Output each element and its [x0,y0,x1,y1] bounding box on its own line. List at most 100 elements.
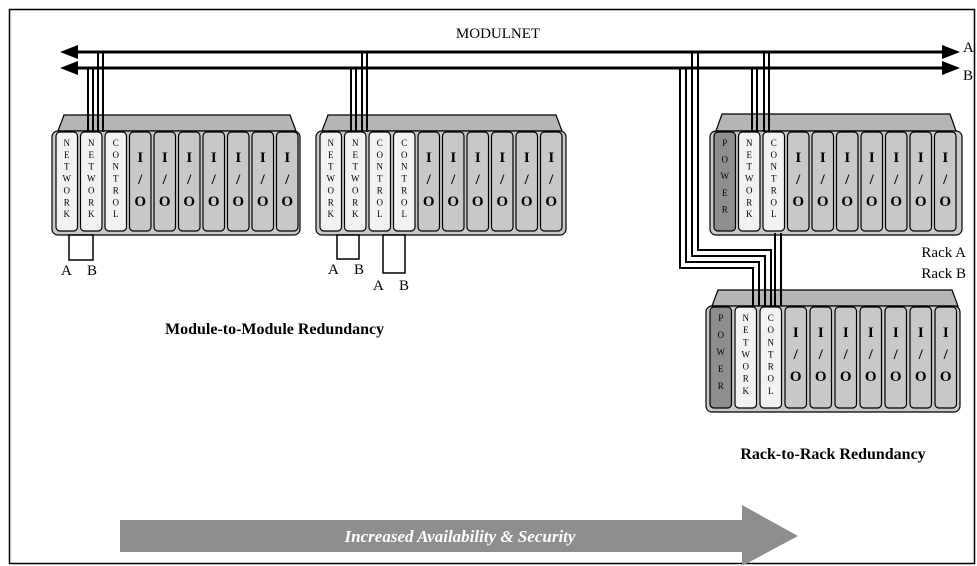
io-module-label-char: I [211,150,217,166]
io-module: I/O [811,131,835,232]
io-module: I/O [884,131,908,232]
io-module-label-char: / [844,172,850,188]
network-module-label-char: R [88,197,94,207]
io-module-label-char: I [793,325,799,341]
network-module-label-char: K [746,209,753,219]
rack-to-rack-caption: Rack-to-Rack Redundancy [740,446,925,463]
network-module-label-char: N [64,138,71,148]
io-module-label-char: I [235,150,241,166]
network-module-body [55,131,79,232]
io-module: I / O [933,131,957,232]
io-module: I/O [934,306,958,409]
power-module-label-char: O [722,155,729,165]
io-module: I/O [860,131,884,232]
control-module-label-char: N [113,162,120,172]
io-module-label-char: O [521,194,533,210]
io-module-label-char: I [843,325,849,341]
io-module: I/O [909,306,933,409]
rackb-network-link-b [691,52,766,306]
io-module-label-char: O [939,194,951,210]
io-module-label-char: I [942,150,948,166]
control-module-label-char: N [771,162,778,172]
io-module-label-char: O [841,194,853,210]
io-module: I/O [202,131,226,232]
rack2-network-port-a-label: A [328,262,339,278]
control-module-label-char: O [771,150,778,160]
io-module-label-char: O [472,194,484,210]
io-module-label-char: O [790,369,802,385]
network-module-label-char: W [87,174,96,184]
io-module: I/O [128,131,152,232]
io-module-label-char: O [423,194,435,210]
io-module-label-char: / [869,172,875,188]
bus-line-b-left-arrowhead [60,61,78,75]
io-module-label-char: O [159,194,171,210]
rack2-network-port-loop [336,234,360,260]
rack2-network-port-b-label: B [354,262,364,278]
io-module-label-char: O [447,194,459,210]
io-module-label-char: / [942,172,948,188]
io-module-body [933,131,957,232]
io-module: I/O [515,131,539,232]
io-module-label-char: / [795,172,801,188]
control-module-label-char: R [771,185,777,195]
io-module-label-char: I [137,150,143,166]
control-module-label-char: L [113,209,119,219]
rack1-port-b-label: B [87,263,97,279]
control-module-label-char: N [768,337,775,347]
io-module-label-char: / [818,347,824,363]
network-module-label-char: E [747,150,753,160]
control-module-label-char: T [402,174,408,184]
rack-b-label: Rack B [921,266,966,282]
rack-top [321,114,563,132]
io-module-label-char: / [843,347,849,363]
control-module-label-char: O [113,150,120,160]
io-module-label-char: O [232,194,244,210]
io-module-label-char: I [820,150,826,166]
io-module-body [539,131,563,232]
io-module: I/O [909,131,933,232]
io-module-body [859,306,883,409]
io-module-body [466,131,490,232]
network-module-label-char: N [743,313,750,323]
io-module-label-char: / [137,172,143,188]
rack1-port-a-label: A [61,263,72,279]
control-module-label-char: R [377,185,383,195]
control-module-label-char: L [377,209,383,219]
control-module-label-char: O [377,197,384,207]
control-module-label-char: O [768,325,775,335]
io-module: I/O [859,306,883,409]
io-module-label-char: I [795,150,801,166]
network-module-label-char: R [328,197,334,207]
control-module-label-char: C [113,138,119,148]
network-module-body [737,131,761,232]
io-module-label-char: / [211,172,217,188]
network-module-label-char: R [352,197,358,207]
io-module-label-char: / [548,172,554,188]
network-module-label-char: E [743,325,749,335]
network-module-label-char: K [64,209,71,219]
rackb-network-link-b-inner [697,52,772,306]
control-module-label-char: O [377,150,384,160]
network-module-label-char: W [745,174,754,184]
io-module-label-char: O [792,194,804,210]
io-module-body [784,306,808,409]
io-module-body [226,131,250,232]
io-module-label-char: I [818,325,824,341]
io-module-label-char: / [260,172,266,188]
io-module-label-char: I [893,325,899,341]
availability-arrow: Increased Availability & Security [120,505,798,566]
power-module-label-char: E [722,188,728,198]
io-module: I/O [539,131,563,232]
bus-line-a-right-arrowhead [942,45,960,59]
io-module-body [834,306,858,409]
network-module-label-char: O [328,185,335,195]
power-module-label-char: W [717,347,726,357]
io-module: I/O [466,131,490,232]
network-module-label-char: N [746,138,753,148]
